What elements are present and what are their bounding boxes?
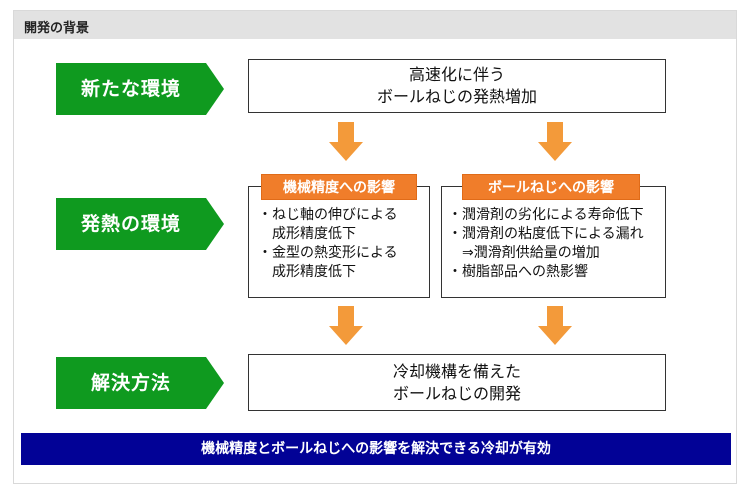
section-header: 開発の背景 — [14, 11, 736, 39]
environment-box: 高速化に伴う ボールねじの発熱増加 — [248, 59, 666, 113]
tag-label: 発熱の環境 — [80, 213, 181, 235]
machine-accuracy-box — [248, 186, 430, 298]
list-item: ・ねじ軸の伸びによる — [258, 207, 398, 223]
solution-line-2: ボールねじの開発 — [392, 383, 521, 403]
list-item: ・金型の熱変形による — [258, 245, 398, 261]
down-arrow-icon — [329, 306, 363, 345]
list-item: ・樹脂部品への熱影響 — [448, 264, 588, 280]
list-item: ⇒潤滑剤供給量の増加 — [448, 245, 600, 261]
ballscrew-box — [441, 186, 666, 298]
down-arrow-icon — [329, 122, 363, 161]
ballscrew-label: ボールねじへの影響 — [462, 174, 640, 200]
tag-arrow-shape — [56, 63, 224, 115]
list-item: 成形精度低下 — [258, 226, 356, 242]
section-title: 開発の背景 — [24, 21, 90, 36]
tag-new-environment: 新たな環境 — [56, 63, 226, 115]
tag-heat-environment: 発熱の環境 — [56, 198, 226, 250]
environment-line-1: 高速化に伴う — [408, 65, 505, 84]
list-item: 成形精度低下 — [258, 264, 356, 280]
tag-label: 解決方法 — [90, 372, 171, 394]
list-item: ・潤滑剤の劣化による寿命低下 — [448, 207, 644, 223]
tag-arrow-shape — [56, 198, 224, 250]
tag-label: 新たな環境 — [80, 78, 181, 100]
machine-accuracy-label: 機械精度への影響 — [261, 174, 417, 200]
down-arrow-icon — [538, 306, 572, 345]
conclusion-banner: 機械精度とボールねじへの影響を解決できる冷却が有効 — [21, 433, 731, 465]
solution-box: 冷却機構を備えた ボールねじの開発 — [248, 354, 666, 411]
machine-accuracy-list: ・ねじ軸の伸びによる 成形精度低下 ・金型の熱変形による 成形精度低下 — [258, 206, 398, 282]
ballscrew-list: ・潤滑剤の劣化による寿命低下 ・潤滑剤の粘度低下による漏れ ⇒潤滑剤供給量の増加… — [448, 206, 644, 282]
environment-line-2: ボールねじの発熱増加 — [376, 87, 537, 106]
tag-arrow-shape — [56, 357, 224, 409]
list-item: ・潤滑剤の粘度低下による漏れ — [448, 226, 644, 242]
solution-line-1: 冷却機構を備えた — [392, 361, 521, 381]
tag-solution: 解決方法 — [56, 357, 226, 409]
down-arrow-icon — [538, 122, 572, 161]
